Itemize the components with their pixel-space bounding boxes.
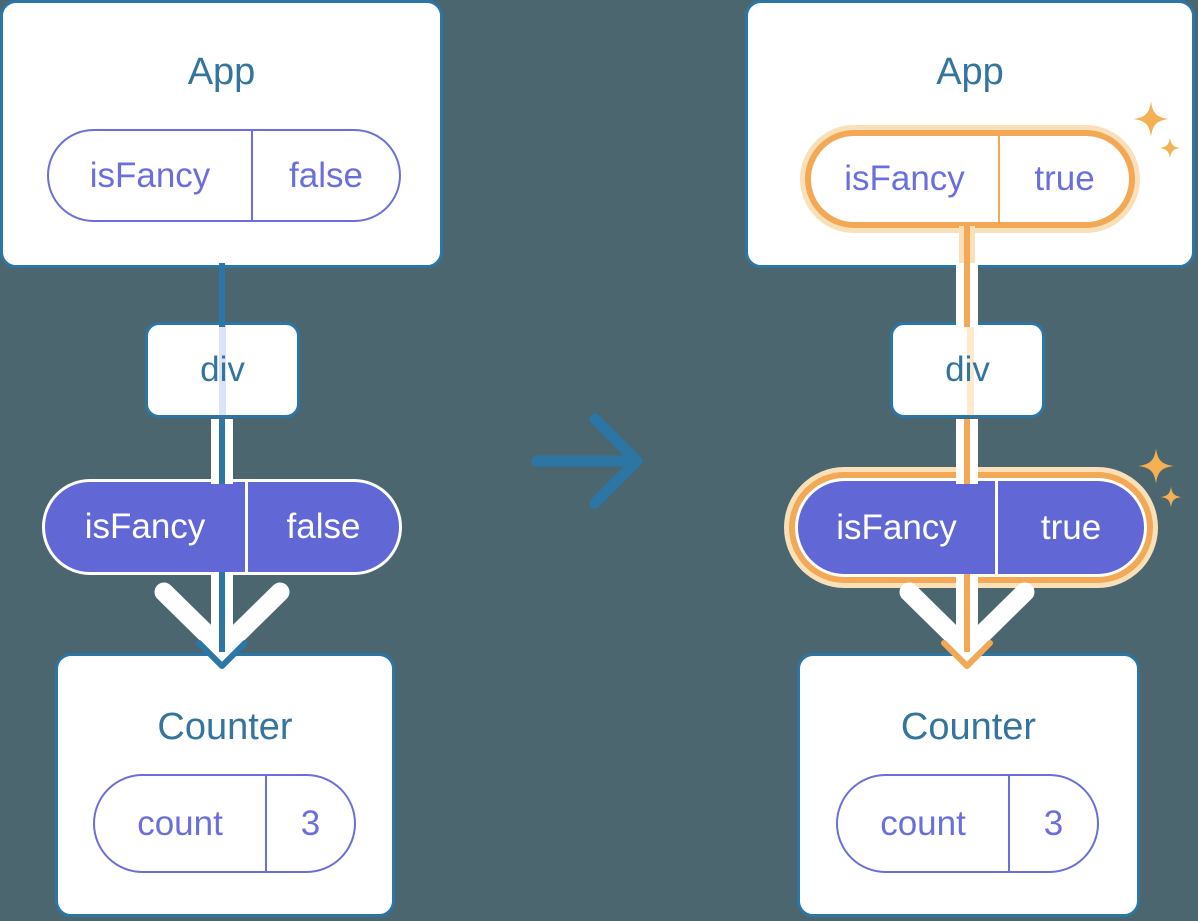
before-div-label: div [200, 350, 245, 389]
state-name-label: count [95, 776, 267, 871]
state-value-label: 3 [300, 803, 321, 843]
prop-passthrough-line [967, 325, 974, 415]
sparkle-4-point-icon [1138, 448, 1174, 484]
prop-value-label: true [1040, 507, 1102, 547]
after-counter-card: Counter count 3 [797, 653, 1140, 917]
prop-value-label: false [289, 155, 363, 195]
before-counter-title: Counter [157, 706, 293, 748]
prop-name-label: isFancy [49, 131, 253, 220]
white-chevron-down-icon [899, 582, 1035, 659]
before-counter-card: Counter count 3 [55, 653, 395, 917]
after-app-prop-pill: isFancy true [805, 130, 1135, 228]
prop-value-label: false [286, 507, 361, 546]
after-counter-title: Counter [900, 706, 1037, 748]
prop-passthrough-line [219, 325, 226, 415]
after-div-node: div [890, 322, 1045, 418]
prop-name-label: isFancy [798, 481, 998, 574]
prop-name-label: isFancy [45, 482, 248, 572]
sparkle-4-point-icon [1160, 486, 1182, 508]
after-app-title: App [936, 51, 1004, 93]
prop-value-label: true [1034, 159, 1095, 198]
state-value-label: 3 [1043, 803, 1064, 843]
after-app-card: App isFancy true [745, 0, 1195, 268]
white-chevron-down-icon [154, 582, 290, 659]
before-app-title: App [187, 51, 256, 93]
before-passed-prop-pill: isFancy false [42, 479, 402, 575]
after-passed-prop-pill: isFancy true [795, 478, 1147, 577]
before-app-card: App isFancy false [0, 0, 443, 268]
state-name-label: count [838, 776, 1010, 871]
before-app-prop-pill: isFancy false [47, 129, 401, 222]
right-arrow-icon [531, 413, 643, 509]
after-div-label: div [945, 350, 990, 389]
prop-name-label: isFancy [811, 136, 1000, 222]
before-counter-state-pill: count 3 [93, 774, 356, 873]
after-counter-state-pill: count 3 [836, 774, 1099, 873]
before-div-node: div [145, 322, 300, 418]
